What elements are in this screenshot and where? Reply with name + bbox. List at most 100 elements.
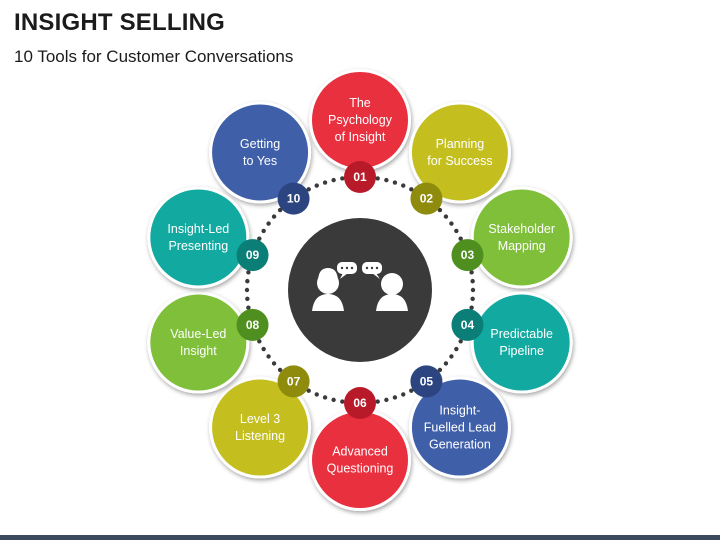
tool-circle [212,104,309,201]
ring-dot [437,367,443,373]
ring-dot [331,397,336,403]
page-subtitle: 10 Tools for Customer Conversations [14,47,294,66]
ring-dot [257,236,262,241]
tool-label-line: Planning [436,137,485,151]
ring-dot [322,180,328,185]
center-hub [288,218,432,362]
tool-circle [312,412,408,508]
tool-number-badge [410,365,443,398]
ring-dot [454,228,459,234]
ring-dot [306,388,311,393]
ring-dot [449,221,454,226]
ring-dot [458,236,463,241]
ring-dot [470,287,476,293]
tool-number: 09 [246,248,260,262]
tool-number: 07 [287,374,301,388]
ring-dot [384,177,389,183]
ring-dot [470,296,475,302]
ring-dot [261,346,266,352]
tool-label-line: Insight- [439,404,480,418]
ring-dot [449,354,454,359]
ring-dot [469,270,474,275]
tool-number: 03 [461,248,475,262]
ring-dot [409,388,414,393]
ring-dot [470,278,475,284]
tool-number-badge [344,387,376,419]
ring-dot [322,395,328,400]
tool-label-line: Psychology [328,113,393,127]
ring-dot [437,207,443,213]
tool-circle [312,72,408,168]
ring-dot [331,177,336,183]
tool-number: 04 [461,318,475,332]
ring-dot [246,305,251,310]
tool-circle [212,379,309,476]
tool-circle [411,104,508,201]
ring-dot [245,296,250,302]
ring-dot [375,399,380,404]
footer-bar [0,535,720,540]
ring-dot [375,176,380,181]
tool-number: 08 [246,318,260,332]
ring-dot [245,278,250,284]
ring-dot [271,214,277,219]
ring-dot [266,354,271,359]
tool-label-line: Pipeline [499,344,544,358]
ring-dot [246,270,251,275]
tool-label-line: Mapping [498,239,546,253]
ring-dot [340,176,345,181]
tool-label-line: Predictable [490,327,553,341]
tool-circle [150,294,247,391]
tool-number-badge [451,308,484,341]
ring-dot [244,287,250,293]
tool-number: 02 [420,192,434,206]
tool-label-line: Level 3 [240,412,280,426]
ring-dot [401,183,406,188]
tool-label-line: Fuelled Lead [424,421,496,435]
ring-dot [409,187,414,192]
tool-label-line: for Success [427,154,492,168]
tool-number-badge [277,365,310,398]
ring-dot [266,221,271,226]
tool-label-line: Getting [240,137,280,151]
ring-dot [384,397,389,403]
ring-dot [261,228,266,234]
ring-dot [458,339,463,344]
tool-02: Planning for Success 02 [408,101,511,215]
ring-dot [469,305,474,310]
tool-number: 05 [420,374,434,388]
ring-dot [306,187,311,192]
ring-dot [277,207,283,213]
center-circle [288,218,432,362]
ring-dot [314,392,319,397]
ring-dot [257,339,262,344]
tool-label-line: Value-Led [170,327,226,341]
ring-dot [340,399,345,404]
tool-number-badge [410,182,443,215]
tool-number: 01 [353,170,367,184]
tool-number-badge [277,182,310,215]
tool-label-line: of Insight [335,130,386,144]
page-title: INSIGHT SELLING [14,9,226,36]
tool-circle [473,189,570,286]
ring-dot [443,214,449,219]
ring-dot [277,367,283,373]
ring-dot [392,395,398,400]
tool-number-badge [344,161,376,193]
ring-dot [392,180,398,185]
tool-label-line: Insight-Led [167,222,229,236]
tool-label-line: Questioning [327,462,394,476]
tool-number-badge [236,308,269,341]
ring-dot [271,361,277,366]
tool-circle [411,379,508,476]
ring-dot [401,392,406,397]
